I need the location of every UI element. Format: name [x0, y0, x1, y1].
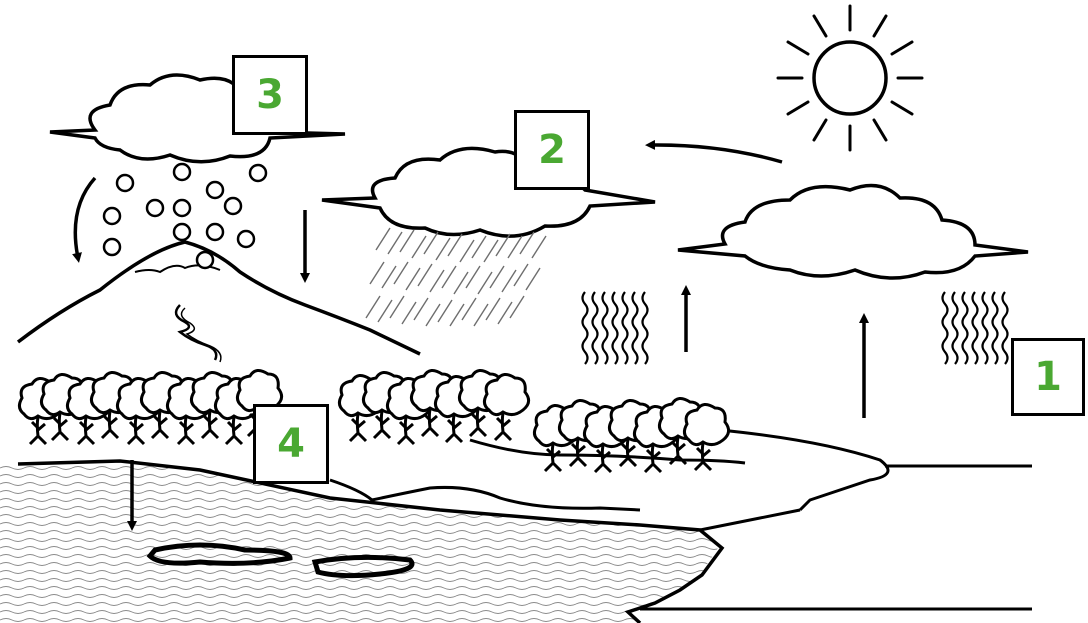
cloud-icon	[322, 148, 655, 236]
mountain	[18, 242, 420, 354]
lake-water	[0, 462, 720, 623]
rain-icon	[366, 228, 546, 326]
stage-label-4-text: 4	[277, 424, 305, 464]
stage-label-3: 3	[232, 55, 308, 135]
stage-label-4: 4	[253, 404, 329, 484]
land-line	[720, 430, 888, 510]
tree-cluster-middle	[339, 370, 528, 444]
stage-label-1: 1	[1011, 338, 1085, 416]
stage-label-2: 2	[514, 110, 590, 190]
vapor-icon	[943, 292, 1008, 364]
hail-icon	[104, 164, 266, 268]
cloud-icon	[678, 186, 1028, 279]
stage-label-3-text: 3	[256, 75, 284, 115]
tree-cluster-left	[19, 370, 281, 444]
sun-icon	[778, 6, 922, 150]
river-bank	[700, 510, 800, 530]
stage-label-2-text: 2	[538, 130, 566, 170]
stage-label-1-text: 1	[1034, 357, 1062, 397]
vapor-icon	[583, 292, 648, 364]
